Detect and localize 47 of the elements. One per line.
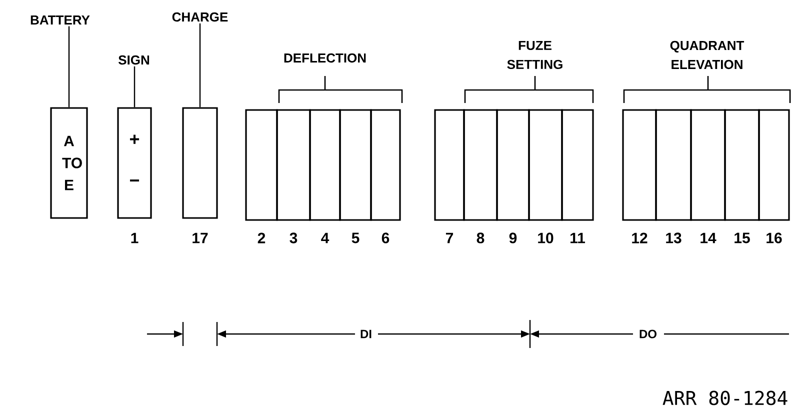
indicator-box: + −: [117, 107, 152, 219]
cell-number: 1: [131, 232, 138, 244]
leader-label: CHARGE: [172, 12, 228, 22]
indicator-box: [182, 107, 218, 219]
leader-line: [134, 66, 136, 108]
cell-number: 9: [509, 232, 517, 244]
leader-line: [199, 23, 201, 108]
cell-number: 12: [632, 232, 648, 244]
cell-number: 10: [538, 232, 554, 244]
figure-code: ARR 80-1284: [662, 390, 788, 406]
digit-cell: [370, 109, 401, 221]
cell-number: 8: [476, 232, 484, 244]
digit-cell: [309, 109, 341, 221]
digit-cell: [245, 109, 278, 221]
digit-cell: [758, 109, 790, 221]
cell-number: 4: [321, 232, 330, 244]
digit-cell: [496, 109, 530, 221]
cell-number: 15: [734, 232, 750, 244]
cell-number: 13: [666, 232, 682, 244]
dimension-label: DO: [640, 330, 656, 338]
cell-number: 2: [258, 232, 266, 244]
digit-cell: [528, 109, 563, 221]
digit-cell: [463, 109, 498, 221]
cell-number: 5: [352, 232, 360, 244]
cell-number: 11: [570, 232, 585, 244]
cell-number: 16: [766, 232, 782, 244]
digit-cell: [434, 109, 465, 221]
leader-label: BATTERY: [30, 16, 90, 24]
leader-label: SIGN: [118, 55, 150, 65]
cell-number: 14: [700, 232, 716, 244]
group-label: FUZE SETTING: [507, 40, 562, 70]
digit-cell: [724, 109, 760, 221]
digit-cell: [622, 109, 657, 221]
group-label: QUADRANT ELEVATION: [670, 40, 744, 70]
dimension-label: DI: [360, 330, 372, 338]
digit-cell: [655, 109, 692, 221]
digit-cell: [276, 109, 311, 221]
cell-number: 17: [192, 232, 208, 244]
cell-number: 6: [382, 232, 390, 244]
leader-line: [68, 26, 70, 108]
cell-number: 7: [446, 232, 454, 244]
digit-cell: [561, 109, 594, 221]
digit-cell: [690, 109, 726, 221]
indicator-box: A TO E: [50, 107, 88, 219]
cell-number: 3: [290, 232, 298, 244]
digit-cell: [339, 109, 372, 221]
group-label: DEFLECTION: [284, 53, 366, 63]
